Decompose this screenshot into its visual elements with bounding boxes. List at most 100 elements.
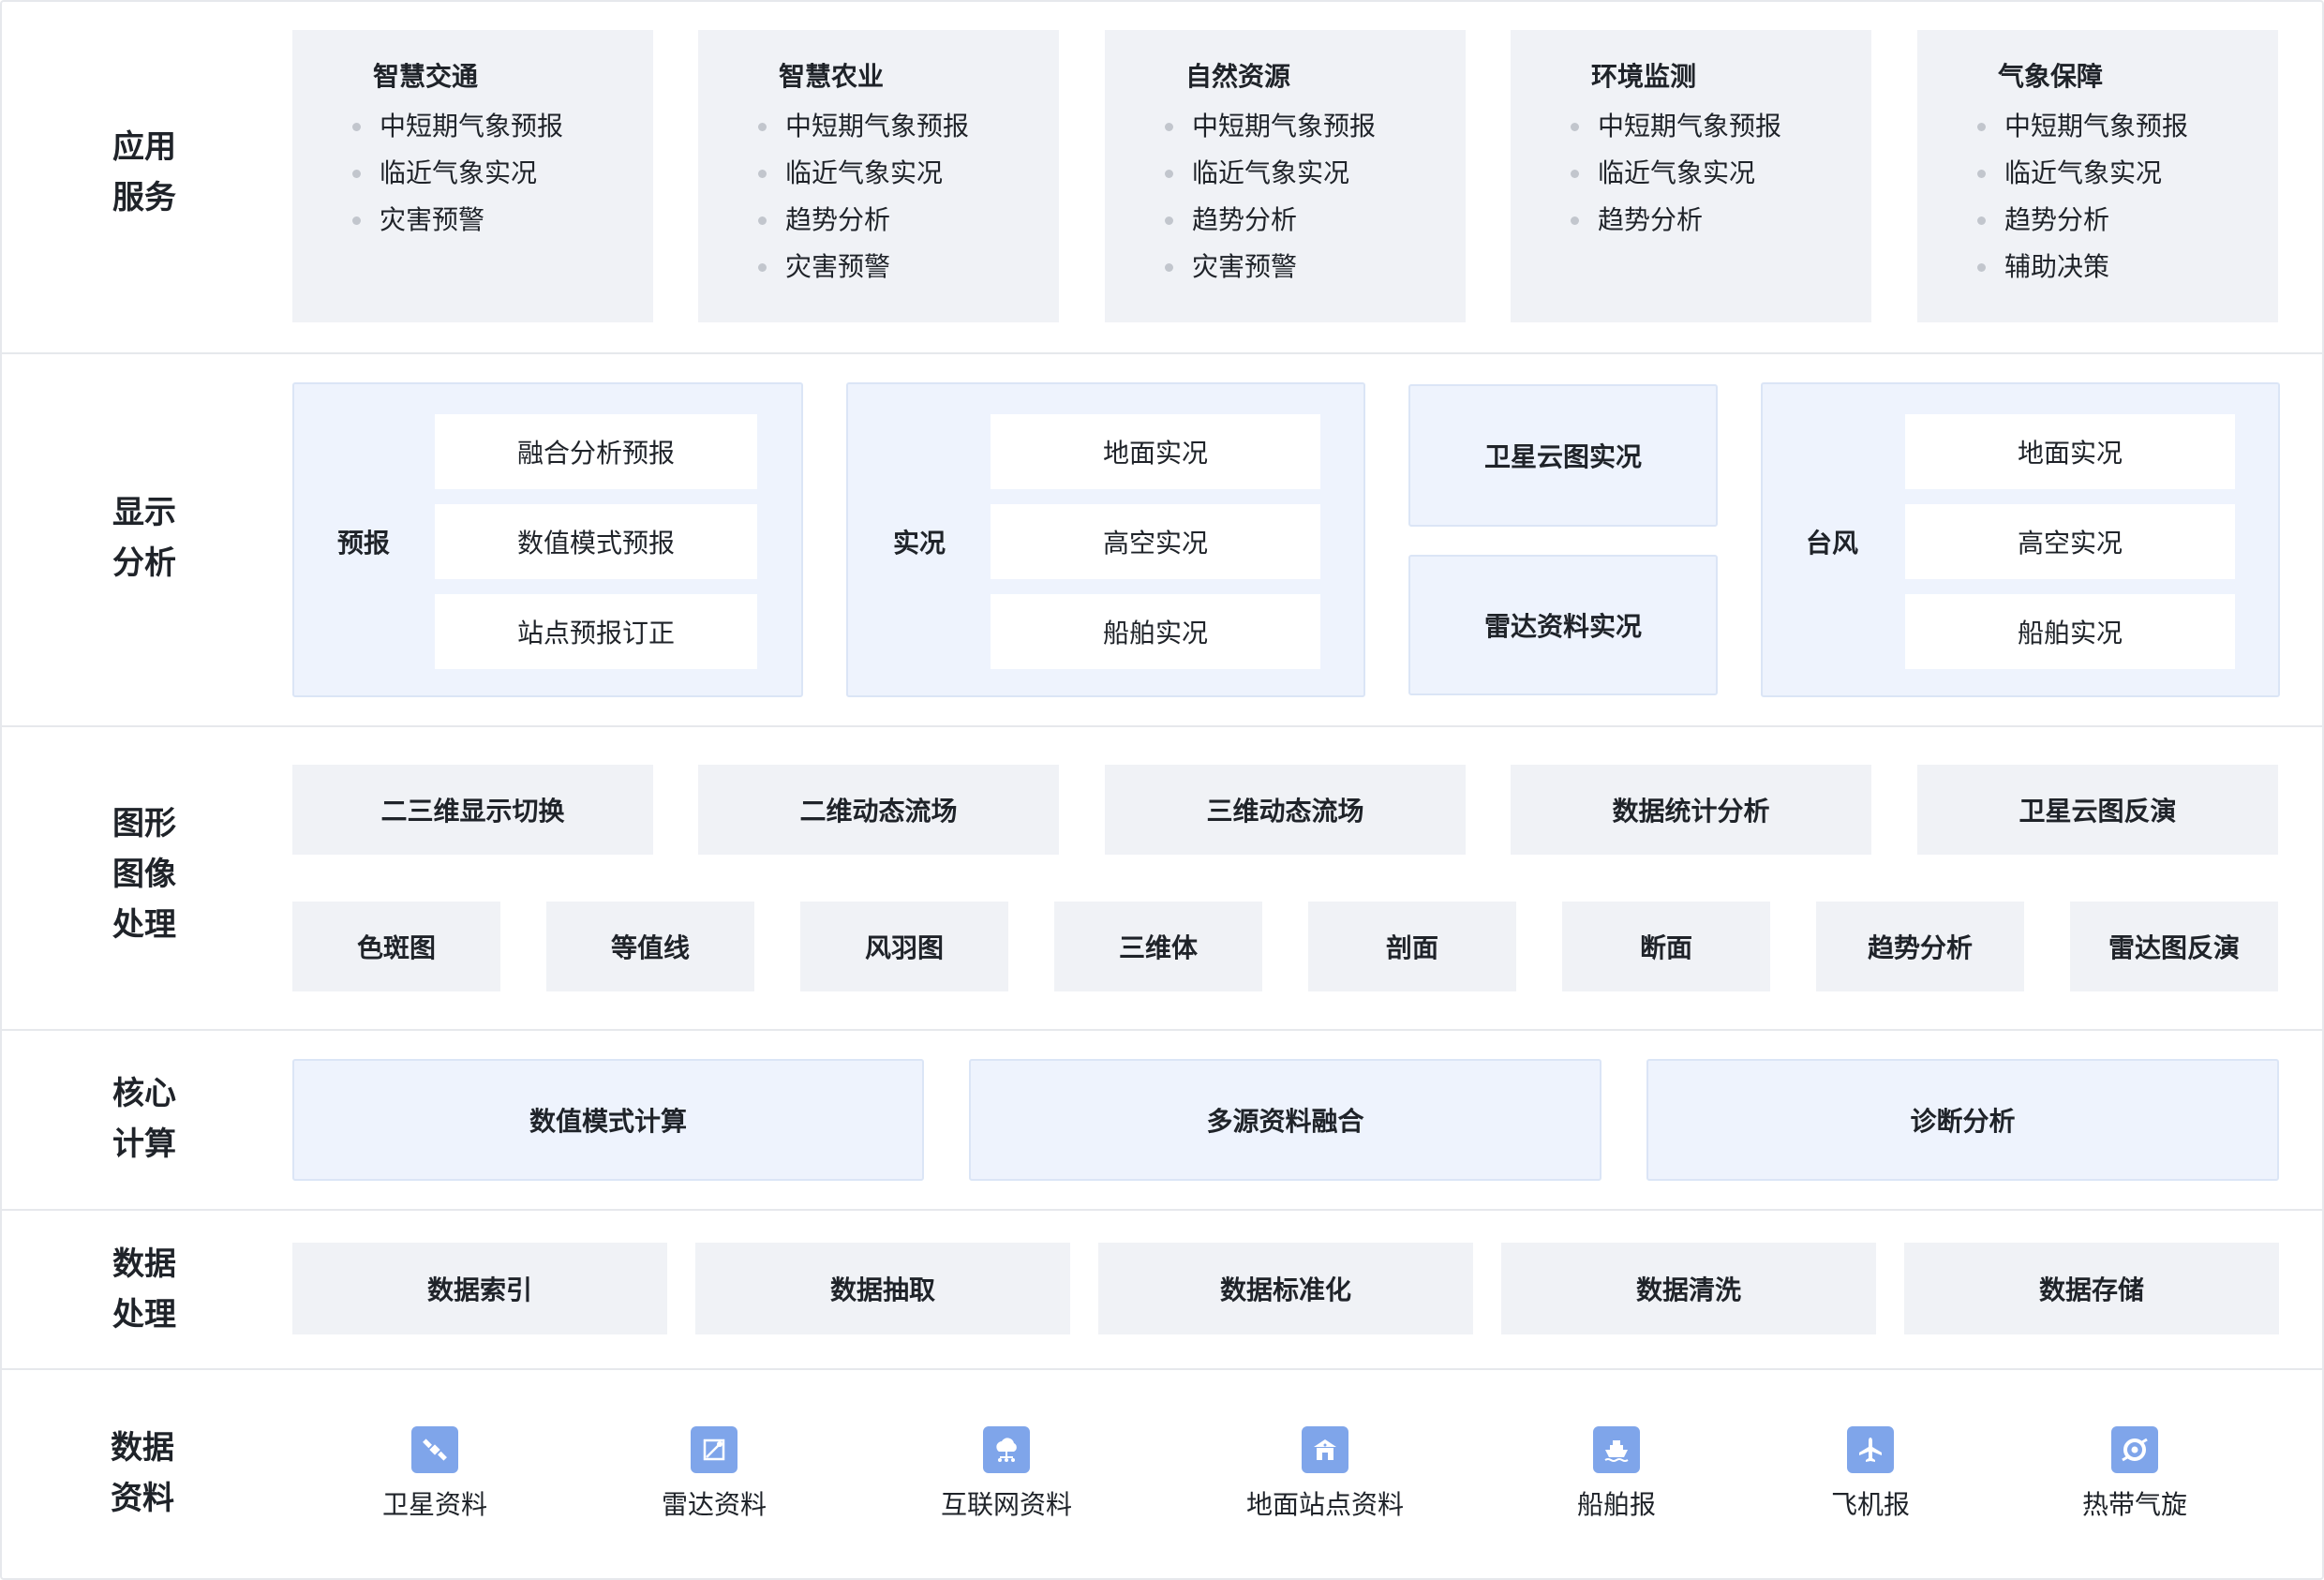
bullet-icon xyxy=(1165,122,1173,131)
bullet-icon xyxy=(1571,122,1579,131)
graphics-item: 二维动态流场 xyxy=(698,765,1059,855)
core-item: 多源资料融合 xyxy=(969,1059,1601,1181)
list-item: 中短期气象预报 xyxy=(352,103,563,150)
app-card-weather-support: 气象保障 中短期气象预报 临近气象实况 趋势分析 辅助决策 xyxy=(1917,30,2278,322)
app-card-list: 中短期气象预报 临近气象实况 趋势分析 辅助决策 xyxy=(1977,103,2188,291)
list-item-label: 临近气象实况 xyxy=(1598,157,1756,188)
panel-label: 预报 xyxy=(337,528,391,559)
processing-item: 数据清洗 xyxy=(1501,1243,1876,1334)
list-item-label: 临近气象实况 xyxy=(785,157,944,188)
sub-item: 地面实况 xyxy=(1905,414,2235,489)
source-label: 飞机报 xyxy=(1830,1489,1910,1520)
list-item: 中短期气象预报 xyxy=(1571,103,1781,150)
panel-label: 台风 xyxy=(1806,528,1859,559)
app-card-list: 中短期气象预报 临近气象实况 趋势分析 灾害预警 xyxy=(758,103,969,291)
bullet-icon xyxy=(758,216,767,225)
list-item: 趋势分析 xyxy=(1165,197,1376,244)
app-card-list: 中短期气象预报 临近气象实况 趋势分析 xyxy=(1571,103,1781,244)
airplane-icon xyxy=(1847,1426,1894,1473)
app-card-natural-resources: 自然资源 中短期气象预报 临近气象实况 趋势分析 灾害预警 xyxy=(1105,30,1466,322)
bullet-icon xyxy=(1165,169,1173,178)
graphics-item: 雷达图反演 xyxy=(2070,902,2278,991)
graphics-item: 趋势分析 xyxy=(1816,902,2024,991)
radar-icon xyxy=(691,1426,737,1473)
sub-item: 地面实况 xyxy=(991,414,1320,489)
processing-item: 数据抽取 xyxy=(695,1243,1070,1334)
row-label-graphics: 图形 图像 处理 xyxy=(112,805,176,944)
ship-icon xyxy=(1593,1426,1640,1473)
list-item-label: 辅助决策 xyxy=(2004,251,2110,282)
list-item-label: 趋势分析 xyxy=(2004,204,2110,235)
sub-item: 船舶实况 xyxy=(1905,594,2235,669)
bullet-icon xyxy=(1977,216,1986,225)
row-label-core: 核心 计算 xyxy=(112,1075,176,1163)
list-item-label: 中短期气象预报 xyxy=(785,111,970,142)
source-satellite: 卫星资料 xyxy=(332,1426,538,1522)
list-item-label: 中短期气象预报 xyxy=(1598,111,1782,142)
row-label-data-sources: 数据 资料 xyxy=(111,1429,174,1517)
bullet-icon xyxy=(1977,122,1986,131)
source-ship: 船舶报 xyxy=(1513,1426,1720,1522)
source-airplane: 飞机报 xyxy=(1767,1426,1974,1522)
list-item: 趋势分析 xyxy=(758,197,969,244)
list-item: 临近气象实况 xyxy=(1571,150,1781,197)
processing-item: 数据标准化 xyxy=(1098,1243,1473,1334)
radar-observation: 雷达资料实况 xyxy=(1408,555,1718,695)
sub-item: 站点预报订正 xyxy=(435,594,757,669)
graphics-item: 剖面 xyxy=(1308,902,1516,991)
graphics-item: 风羽图 xyxy=(800,902,1008,991)
bullet-icon xyxy=(1977,262,1986,272)
cloud-network-icon xyxy=(983,1426,1030,1473)
list-item-label: 临近气象实况 xyxy=(380,157,538,188)
source-internet: 互联网资料 xyxy=(903,1426,1110,1522)
ground-station-icon xyxy=(1302,1426,1348,1473)
row-core: 核心 计算 xyxy=(2,1031,2322,1211)
app-card-title: 环境监测 xyxy=(1591,61,1697,92)
panel-forecast: 预报 融合分析预报 数值模式预报 站点预报订正 xyxy=(292,382,803,697)
list-item: 临近气象实况 xyxy=(1977,150,2188,197)
sub-item: 船舶实况 xyxy=(991,594,1320,669)
source-label: 互联网资料 xyxy=(940,1489,1072,1520)
bullet-icon xyxy=(1977,169,1986,178)
app-card-agriculture: 智慧农业 中短期气象预报 临近气象实况 趋势分析 灾害预警 xyxy=(698,30,1059,322)
graphics-item: 三维体 xyxy=(1054,902,1262,991)
graphics-item: 三维动态流场 xyxy=(1105,765,1466,855)
list-item: 灾害预警 xyxy=(1165,244,1376,291)
list-item-label: 灾害预警 xyxy=(1192,251,1298,282)
list-item: 趋势分析 xyxy=(1571,197,1781,244)
list-item: 灾害预警 xyxy=(352,197,563,244)
list-item-label: 灾害预警 xyxy=(380,204,485,235)
sub-item: 高空实况 xyxy=(1905,504,2235,579)
source-radar: 雷达资料 xyxy=(611,1426,817,1522)
list-item: 临近气象实况 xyxy=(758,150,969,197)
list-item-label: 临近气象实况 xyxy=(2004,157,2163,188)
graphics-item: 数据统计分析 xyxy=(1511,765,1871,855)
list-item-label: 灾害预警 xyxy=(785,251,891,282)
list-item: 辅助决策 xyxy=(1977,244,2188,291)
panel-typhoon: 台风 地面实况 高空实况 船舶实况 xyxy=(1761,382,2280,697)
app-card-title: 智慧农业 xyxy=(779,61,885,92)
core-item: 数值模式计算 xyxy=(292,1059,924,1181)
app-card-traffic: 智慧交通 中短期气象预报 临近气象实况 灾害预警 xyxy=(292,30,653,322)
satellite-cloud-observation: 卫星云图实况 xyxy=(1408,384,1718,527)
graphics-item: 卫星云图反演 xyxy=(1917,765,2278,855)
app-card-title: 气象保障 xyxy=(1998,61,2104,92)
source-label: 卫星资料 xyxy=(381,1489,487,1520)
bullet-icon xyxy=(758,262,767,272)
bullet-icon xyxy=(352,216,361,225)
app-card-list: 中短期气象预报 临近气象实况 趋势分析 灾害预警 xyxy=(1165,103,1376,291)
app-card-environment: 环境监测 中短期气象预报 临近气象实况 趋势分析 xyxy=(1511,30,1871,322)
source-label: 雷达资料 xyxy=(661,1489,767,1520)
processing-item: 数据索引 xyxy=(292,1243,667,1334)
panel-observation: 实况 地面实况 高空实况 船舶实况 xyxy=(846,382,1365,697)
list-item-label: 趋势分析 xyxy=(1598,204,1704,235)
row-display-analysis: 显示 分析 xyxy=(2,354,2322,727)
bullet-icon xyxy=(352,122,361,131)
satellite-icon xyxy=(411,1426,458,1473)
sub-item: 数值模式预报 xyxy=(435,504,757,579)
panel-label: 实况 xyxy=(893,528,946,559)
graphics-item: 等值线 xyxy=(546,902,754,991)
list-item-label: 趋势分析 xyxy=(785,204,891,235)
list-item: 临近气象实况 xyxy=(1165,150,1376,197)
row-label-app-service: 应用 服务 xyxy=(112,128,176,216)
